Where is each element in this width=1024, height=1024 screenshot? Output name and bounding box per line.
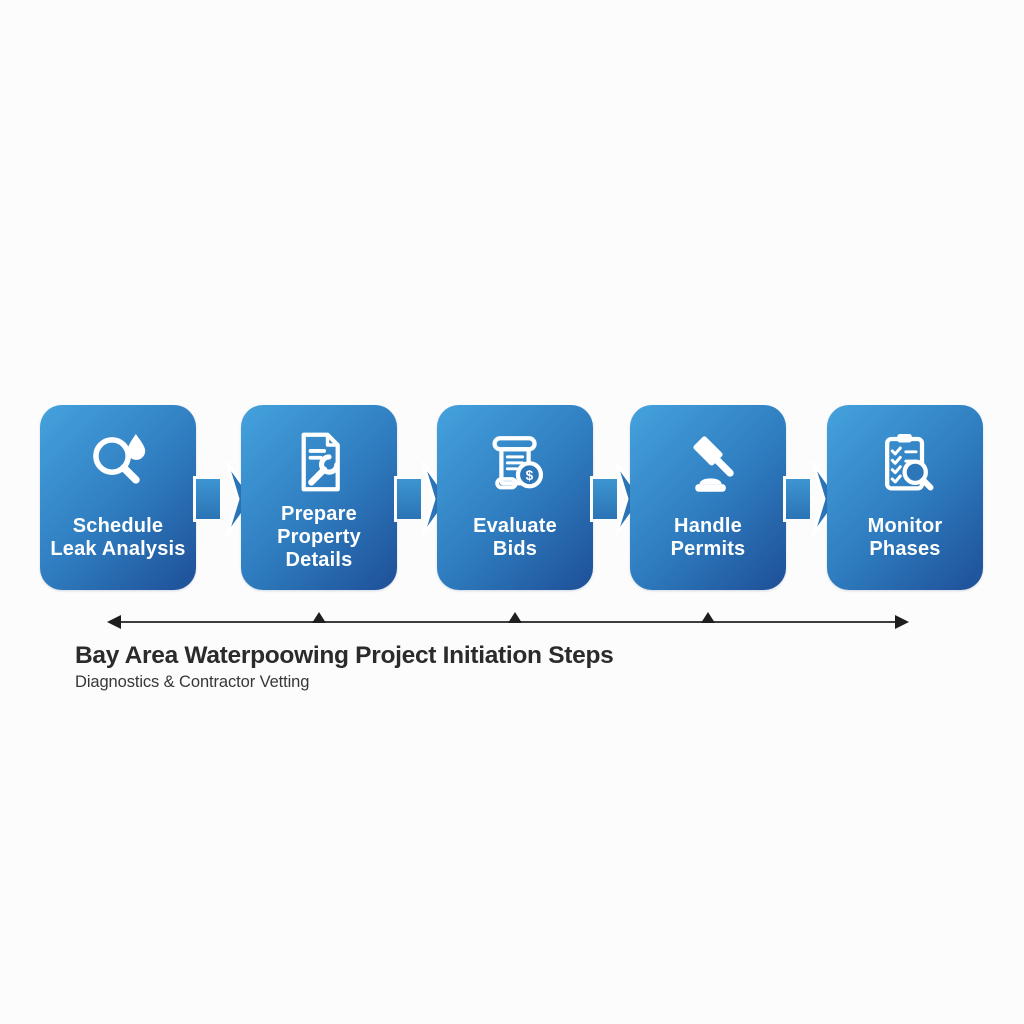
flow-arrow-shaft <box>593 479 617 519</box>
step-label: Prepare Property Details <box>277 503 361 571</box>
svg-text:$: $ <box>526 468 534 483</box>
step-icon-box <box>668 427 748 497</box>
flow-arrow <box>397 460 451 538</box>
flow-arrow <box>786 460 841 538</box>
timeline-tick-marker <box>508 612 522 623</box>
step-card-schedule-leak-analysis: Schedule Leak Analysis <box>40 405 196 590</box>
timeline-arrow <box>107 612 909 629</box>
diagram-subtitle: Diagnostics & Contractor Vetting <box>75 673 310 691</box>
gavel-icon <box>693 436 734 492</box>
leak-search-icon <box>93 433 146 484</box>
step-icon-box: $ <box>475 427 555 497</box>
step-label: Schedule Leak Analysis <box>50 514 186 560</box>
timeline-tick-marker <box>701 612 715 623</box>
step-card-evaluate-bids: $ Evaluate Bids <box>437 405 593 590</box>
step-card-handle-permits: Handle Permits <box>630 405 786 590</box>
step-label: Handle Permits <box>670 514 746 560</box>
timeline-tick-marker <box>312 612 326 623</box>
flow-arrow <box>196 460 255 538</box>
flow-arrow-shaft <box>786 479 810 519</box>
bid-scroll-icon: $ <box>492 436 544 490</box>
step-icon-box <box>865 427 945 497</box>
timeline-right-arrowhead-icon <box>895 615 909 629</box>
caption-block: Bay Area Waterpoowing Project Initiation… <box>75 642 614 692</box>
step-icon-box <box>78 427 158 497</box>
flow-arrow-shaft <box>397 479 421 519</box>
step-label: Monitor Phases <box>867 514 943 560</box>
step-icon-box <box>279 427 359 497</box>
document-wrench-icon <box>301 432 340 492</box>
timeline-left-arrowhead-icon <box>107 615 121 629</box>
clipboard-search-icon <box>885 433 934 491</box>
step-card-monitor-phases: Monitor Phases <box>827 405 983 590</box>
flow-arrow-shaft <box>196 479 220 519</box>
step-card-prepare-property-details: Prepare Property Details <box>241 405 397 590</box>
diagram-title: Bay Area Waterpoowing Project Initiation… <box>75 642 614 669</box>
step-label: Evaluate Bids <box>473 514 557 560</box>
